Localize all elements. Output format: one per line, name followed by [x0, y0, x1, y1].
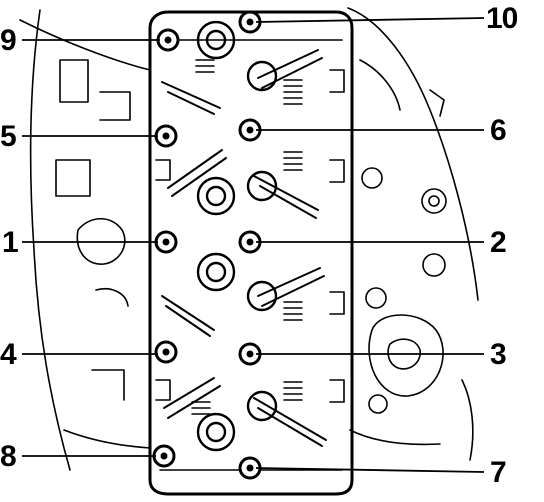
callout-4: 4 [0, 338, 17, 371]
callout-6: 6 [490, 114, 507, 147]
callout-2: 2 [490, 226, 507, 259]
valve-rockers [161, 49, 327, 447]
leader-lines [22, 17, 485, 473]
leader-7 [255, 467, 485, 473]
cylinder-head-outline [148, 10, 354, 496]
valve-springs [191, 59, 303, 415]
callout-3: 3 [490, 338, 507, 371]
engine-block-left [19, 9, 151, 471]
callout-7: 7 [490, 456, 507, 489]
side-ports [155, 69, 345, 403]
callout-8: 8 [0, 440, 17, 473]
callout-9: 9 [0, 24, 17, 57]
callout-5: 5 [0, 120, 17, 153]
engine-block-right [347, 7, 479, 461]
callout-1: 1 [2, 226, 19, 259]
callout-10: 10 [486, 2, 518, 35]
plug-towers [196, 20, 278, 452]
leader-10 [255, 17, 485, 23]
